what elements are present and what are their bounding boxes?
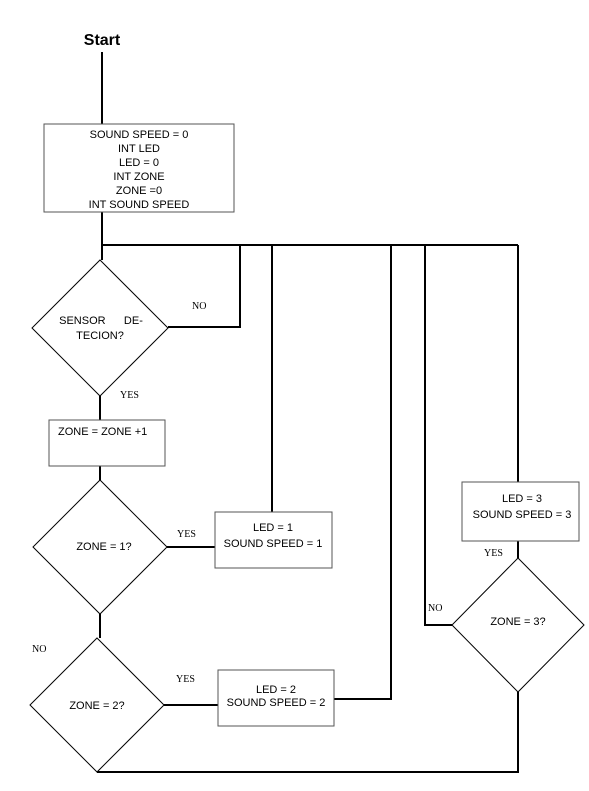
increment-box-text: ZONE = ZONE +1 [58, 426, 147, 438]
increment-box-frame [48, 419, 166, 467]
init-line-4: INT ZONE [113, 171, 164, 183]
sensor-decision-line-2: TECION? [76, 330, 124, 342]
line-zone2-box-up [334, 245, 392, 700]
start-label: Start [84, 32, 121, 49]
zone2-decision-diamond [29, 637, 165, 773]
zone1-box-frame [214, 511, 333, 569]
zone3-decision-diamond [451, 557, 585, 693]
zone1-decision: ZONE = 1? YES NO [32, 479, 196, 655]
zone3-box: LED = 3 SOUND SPEED = 3 [461, 481, 580, 542]
line-zone2-no-bottom [97, 692, 519, 773]
zone3-decision-text: ZONE = 3? [490, 616, 545, 628]
sensor-decision: SENSOR DE- TECION? NO YES [31, 259, 206, 401]
zone2-box-frame [217, 669, 335, 727]
init-line-1: SOUND SPEED = 0 [90, 129, 189, 141]
zone1-decision-diamond [32, 479, 168, 615]
zone2-box-line-1: LED = 2 [256, 684, 296, 696]
increment-box: ZONE = ZONE +1 [48, 419, 166, 467]
line-sensor-no-loop [168, 245, 241, 328]
line-zone3-no-left [424, 245, 452, 626]
zone1-decision-text: ZONE = 1? [76, 541, 131, 553]
zone3-box-line-1: LED = 3 [502, 493, 542, 505]
init-line-2: INT LED [118, 143, 160, 155]
zone2-box: LED = 2 SOUND SPEED = 2 [217, 669, 335, 727]
sensor-decision-line-1: SENSOR DE- [59, 315, 143, 327]
sensor-no-label: NO [192, 301, 206, 312]
connector-lines [97, 52, 519, 773]
init-box-frame [43, 123, 235, 213]
zone3-decision: ZONE = 3? YES NO [428, 548, 585, 693]
init-line-5: ZONE =0 [116, 185, 162, 197]
init-line-3: LED = 0 [119, 157, 159, 169]
zone2-decision-text: ZONE = 2? [69, 700, 124, 712]
zone1-yes-label: YES [177, 529, 196, 540]
zone2-decision: ZONE = 2? YES [29, 637, 195, 773]
sensor-decision-diamond [31, 259, 169, 397]
zone3-box-line-2: SOUND SPEED = 3 [473, 509, 572, 521]
zone3-box-frame [461, 481, 580, 542]
zone3-yes-label: YES [484, 548, 503, 559]
init-box: SOUND SPEED = 0 INT LED LED = 0 INT ZONE… [43, 123, 235, 213]
sensor-yes-label: YES [120, 390, 139, 401]
zone1-box-line-1: LED = 1 [253, 522, 293, 534]
zone2-yes-label: YES [176, 674, 195, 685]
zone3-no-label: NO [428, 603, 442, 614]
zone2-box-line-2: SOUND SPEED = 2 [227, 697, 326, 709]
zone1-box: LED = 1 SOUND SPEED = 1 [214, 511, 333, 569]
zone1-box-line-2: SOUND SPEED = 1 [224, 538, 323, 550]
init-line-6: INT SOUND SPEED [89, 199, 190, 211]
zone1-no-label: NO [32, 644, 46, 655]
